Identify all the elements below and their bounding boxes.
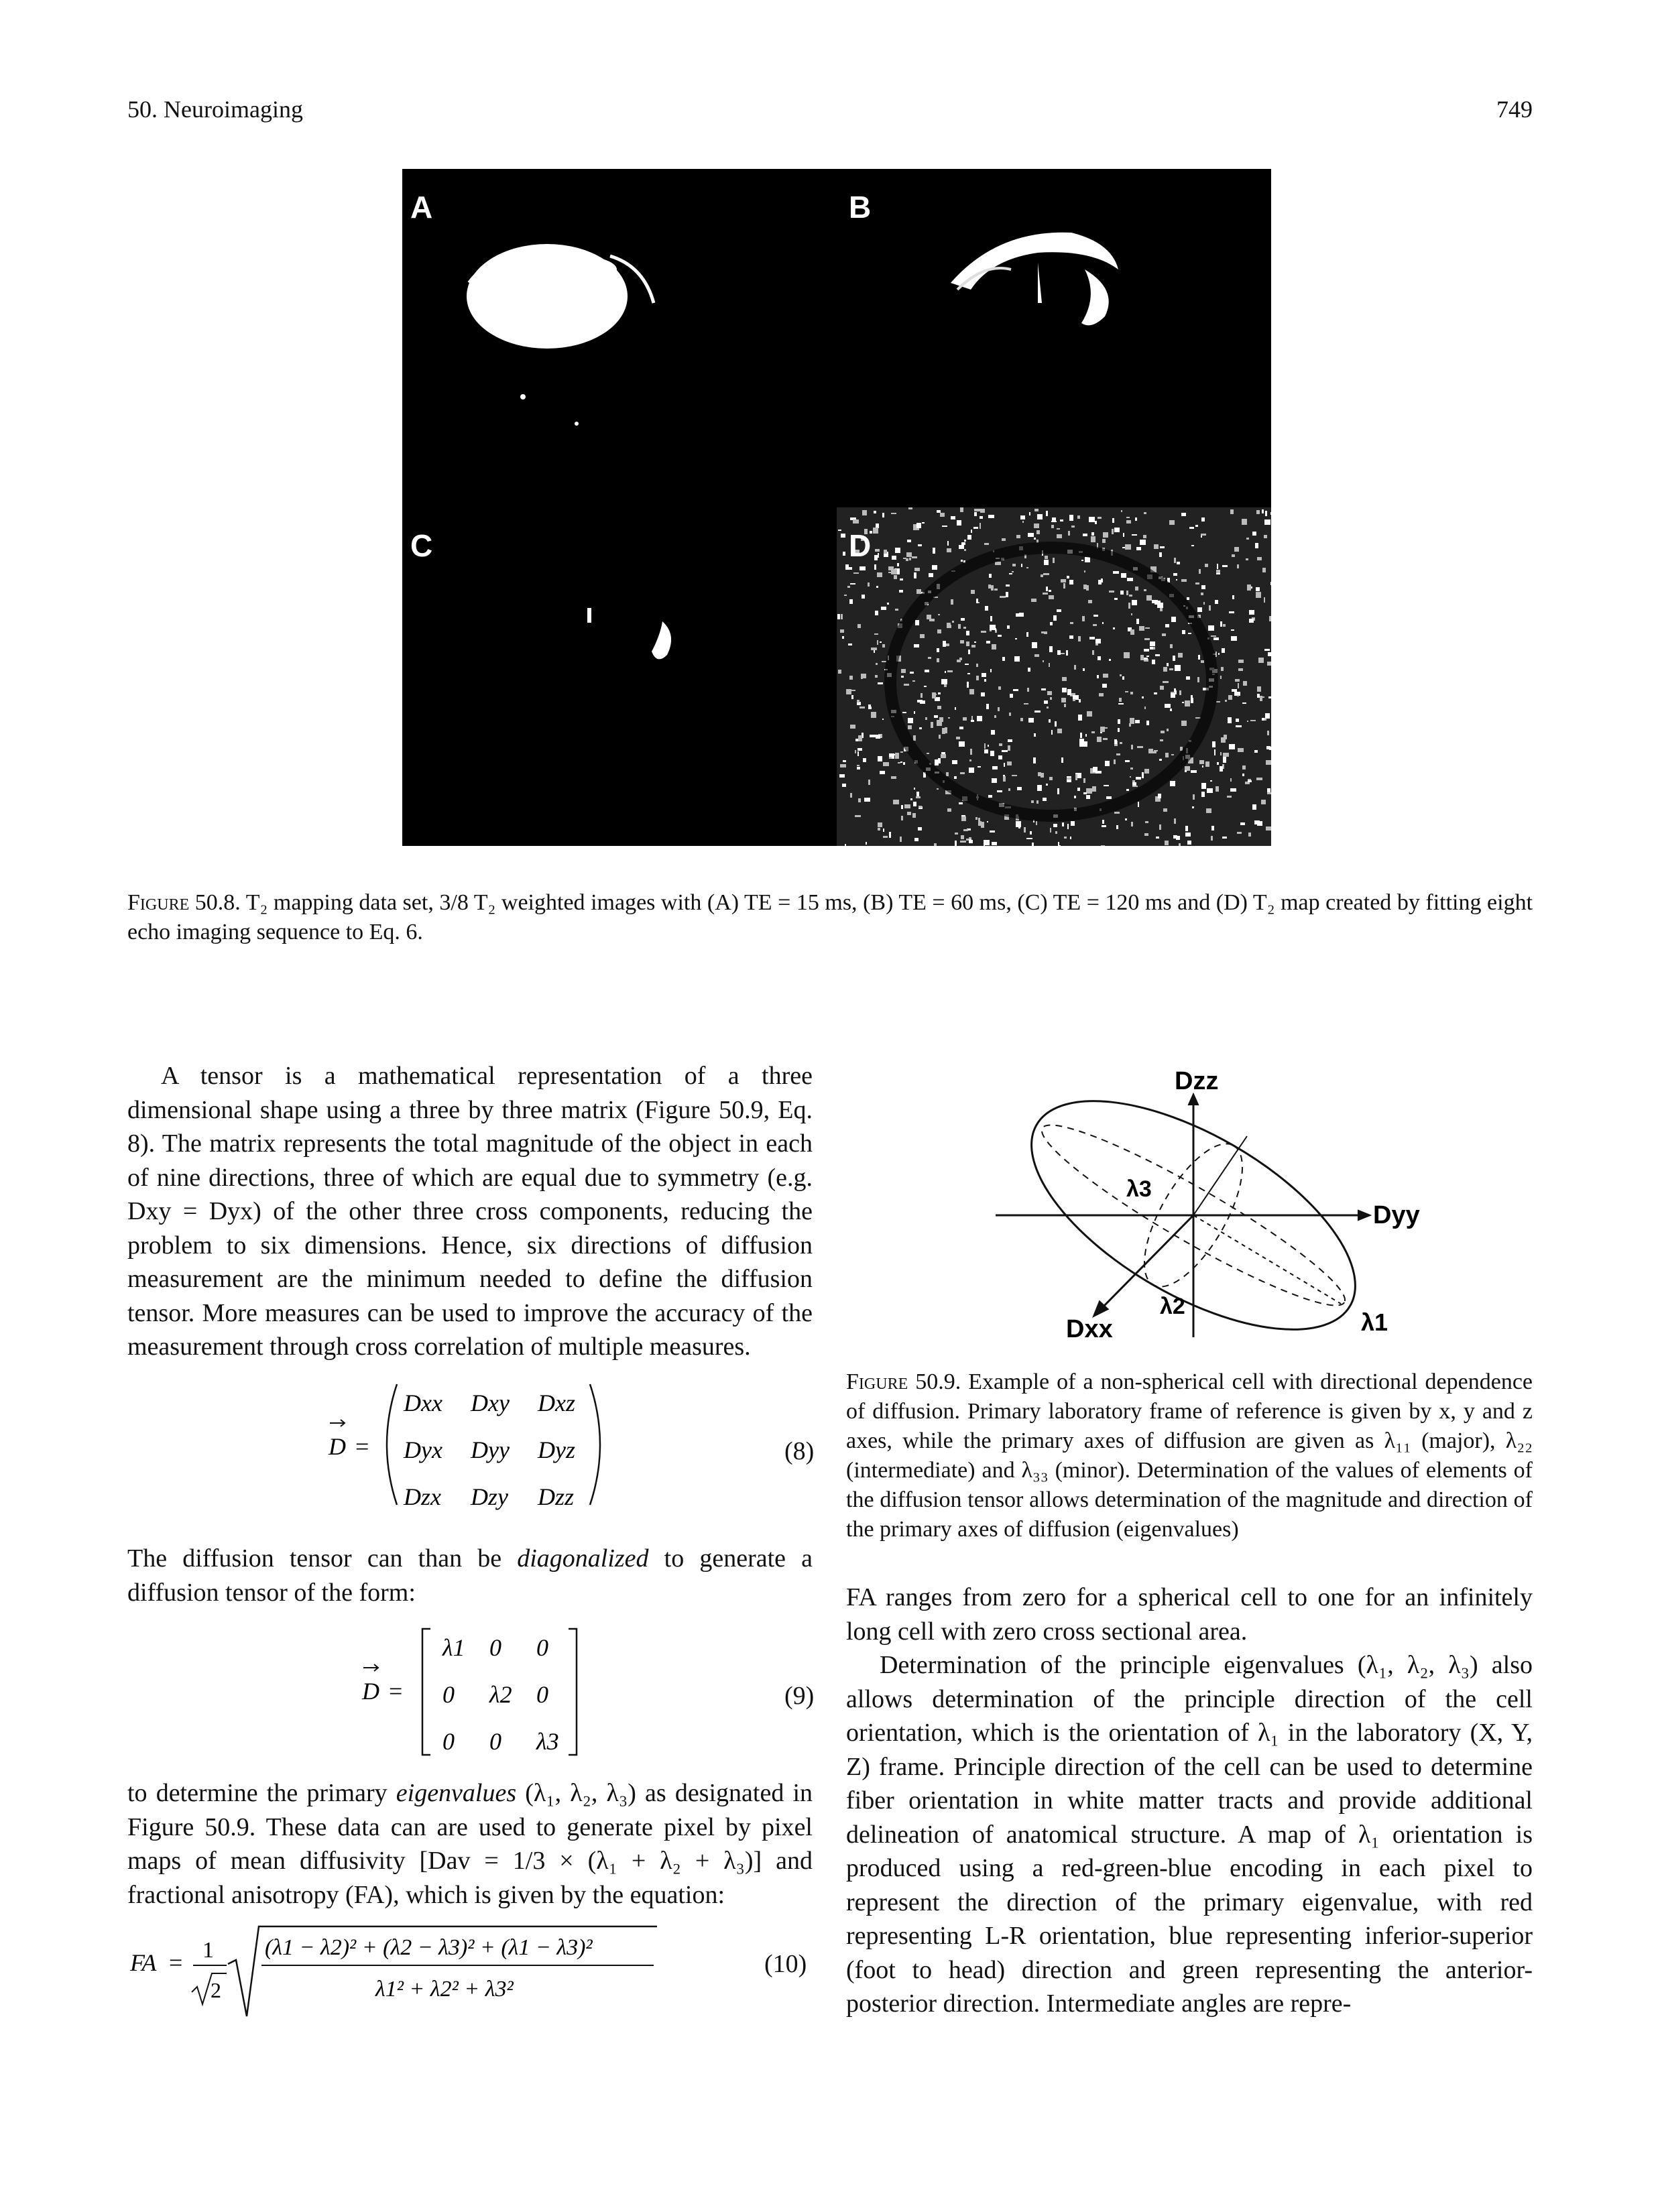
svg-text:=: = xyxy=(389,1678,402,1705)
equation-8-number: (8) xyxy=(784,1437,815,1465)
equation-9-number: (9) xyxy=(784,1682,815,1710)
eigen-label-l3: λ3 xyxy=(1126,1176,1152,1202)
matrix-cell: 0 xyxy=(489,1634,501,1661)
mri-panel-a: A xyxy=(402,169,837,507)
d-vector-symbol-2: D xyxy=(361,1678,379,1705)
eigen-text-post: (λ₁, λ₂, λ₃) as designated in Figure 50.… xyxy=(127,1779,813,1909)
diagonalize-text-pre: The diffusion tensor can than be xyxy=(127,1544,502,1573)
d-vector-symbol: D xyxy=(328,1433,346,1460)
figure-50-8-caption: Figure 50.8. T₂ mapping data set, 3/8 T₂… xyxy=(127,888,1533,947)
page-number: 749 xyxy=(1496,96,1533,123)
axis-label-dxx: Dxx xyxy=(1066,1315,1113,1343)
matrix-cell: 0 xyxy=(536,1634,548,1661)
fa-denominator: λ1² + λ2² + λ3² xyxy=(375,1977,514,2002)
matrix-cell: 0 xyxy=(442,1681,455,1708)
matrix-cell: 0 xyxy=(536,1681,548,1708)
equation-9: D = λ1 0 0 0 λ2 0 0 0 λ3 (9) xyxy=(355,1615,825,1770)
left-paragraph-1: A tensor is a mathematical representatio… xyxy=(127,1059,813,1364)
right-column-text: FA ranges from zero for a spherical cell… xyxy=(846,1581,1533,2021)
equation-10-number: (10) xyxy=(764,1950,807,1978)
matrix-cell: 0 xyxy=(442,1728,455,1755)
running-header: 50. Neuroimaging xyxy=(127,96,303,123)
mri-panel-c: C xyxy=(402,507,837,846)
matrix-cell: Dzy xyxy=(470,1483,508,1510)
matrix-cell: Dyx xyxy=(403,1436,442,1463)
matrix-cell: Dyy xyxy=(470,1436,510,1463)
eigen-text-pre: to determine the primary xyxy=(127,1779,388,1807)
svg-text:=: = xyxy=(169,1949,182,1976)
axis-label-dzz: Dzz xyxy=(1175,1067,1218,1095)
matrix-cell: λ1 xyxy=(442,1634,465,1661)
matrix-cell: 0 xyxy=(489,1728,501,1755)
svg-text:1: 1 xyxy=(202,1938,214,1963)
eigenvalues-term: eigenvalues xyxy=(396,1779,517,1807)
svg-text:2: 2 xyxy=(211,1978,221,2002)
caption-label-50-9: Figure 50.9. xyxy=(846,1369,961,1394)
left-paragraph-2: The diffusion tensor can than be diagona… xyxy=(127,1542,813,1609)
panel-label-c: C xyxy=(410,528,433,563)
mri-panel-b: B xyxy=(837,169,1271,507)
figure-50-9-caption: Figure 50.9. Example of a non-spherical … xyxy=(846,1367,1533,1544)
matrix-cell: λ2 xyxy=(489,1681,512,1708)
eigen-label-l1: λ1 xyxy=(1361,1308,1388,1336)
matrix-cell: Dyz xyxy=(537,1436,575,1463)
svg-text:=: = xyxy=(355,1433,369,1460)
caption-text: T₂ mapping data set, 3/8 T₂ weighted ima… xyxy=(127,890,1533,944)
diagonalize-text-post: to generate a diffusion tensor of the fo… xyxy=(127,1544,813,1607)
left-paragraph-3: to determine the primary eigenvalues (λ₁… xyxy=(127,1776,813,1912)
matrix-cell: Dxx xyxy=(403,1390,442,1416)
equation-10: FA = 1 2 (λ1 − λ2)² + (λ2 − λ3)² + (λ1 −… xyxy=(127,1917,818,2024)
fa-symbol: FA xyxy=(129,1949,157,1976)
panel-label-d: D xyxy=(849,528,872,563)
fa-numerator: (λ1 − λ2)² + (λ2 − λ3)² + (λ1 − λ3)² xyxy=(265,1935,593,1960)
panel-label-b: B xyxy=(849,190,872,225)
axis-label-dyy: Dyy xyxy=(1373,1201,1420,1229)
diagonalized-term: diagonalized xyxy=(517,1544,649,1573)
matrix-cell: Dzz xyxy=(537,1483,574,1510)
t2-map-panel-d: D xyxy=(837,507,1271,846)
panel-label-a: A xyxy=(410,190,433,225)
eigen-label-l2: λ2 xyxy=(1160,1294,1185,1319)
matrix-cell: Dxz xyxy=(537,1390,575,1416)
caption-text-50-9: Example of a non-spherical cell with dir… xyxy=(846,1369,1533,1542)
fa-range-paragraph: FA ranges from zero for a spherical cell… xyxy=(846,1583,1533,1646)
principle-direction-paragraph: Determination of the principle eigenvalu… xyxy=(846,1651,1533,2018)
matrix-cell: Dxy xyxy=(470,1390,510,1416)
matrix-cell: Dzx xyxy=(403,1483,441,1510)
caption-label: Figure 50.8. xyxy=(127,890,241,915)
matrix-cell: λ3 xyxy=(536,1728,559,1755)
tensor-intro-text: A tensor is a mathematical representatio… xyxy=(127,1062,813,1361)
figure-50-9-diagram: Dzz Dyy Dxx λ1 λ2 λ3 xyxy=(965,1062,1448,1357)
